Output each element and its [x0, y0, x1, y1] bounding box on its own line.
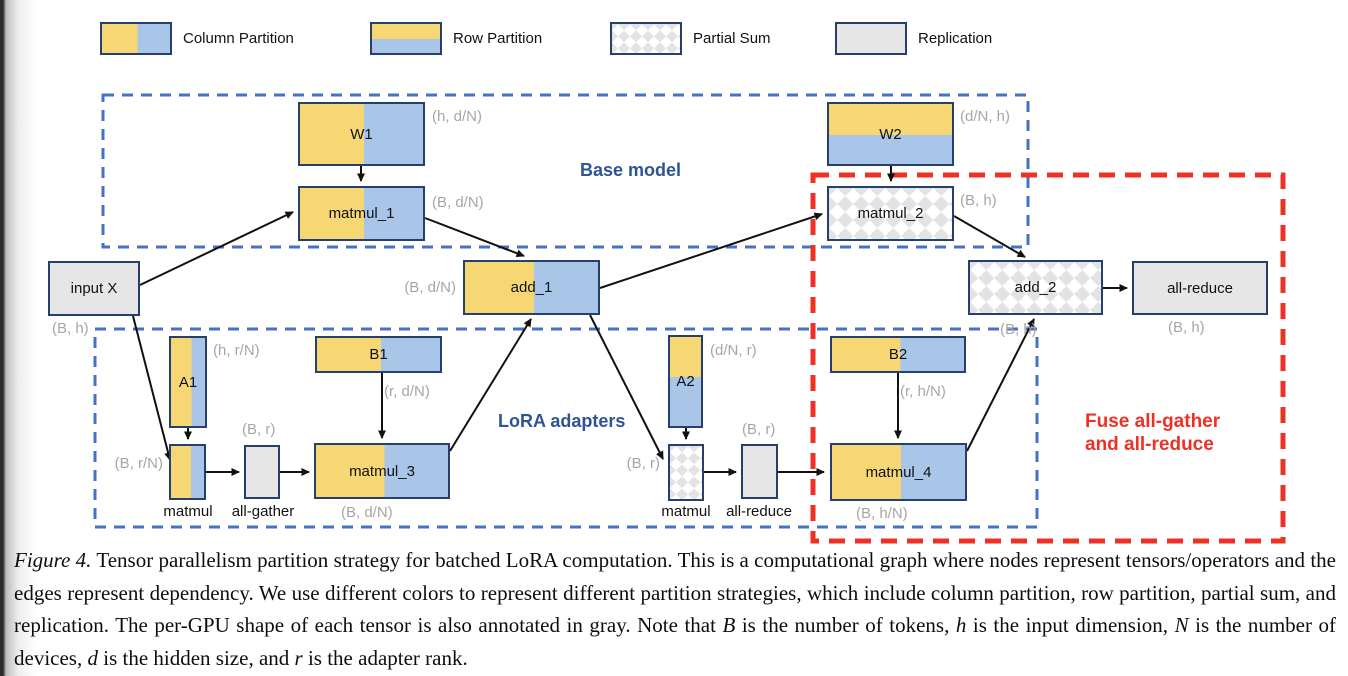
- fuse-group-label: Fuse all-gather and all-reduce: [1085, 410, 1220, 456]
- edge-add1-matmul2: [599, 212, 823, 289]
- row-partition-swatch-icon: [370, 22, 442, 55]
- shape-annotation-matmul-lora2: (B, r): [626, 455, 660, 472]
- partial-sum-swatch-icon: [610, 22, 682, 55]
- node-a2-label: A2: [676, 373, 695, 390]
- legend-item-column-partition: Column Partition: [100, 22, 294, 55]
- math-var-r: r: [294, 645, 303, 670]
- node-add-2: add_2: [968, 260, 1103, 315]
- node-w2: W2: [827, 102, 954, 166]
- fuse-group-box: [810, 172, 1286, 544]
- shape-annotation-a1: (h, r/N): [213, 342, 260, 359]
- node-b1-label: B1: [369, 346, 388, 363]
- math-var-B: B: [722, 613, 736, 637]
- node-matmul-4: matmul_4: [830, 443, 967, 501]
- legend-item-replication: Replication: [835, 22, 992, 55]
- shape-annotation-w1: (h, d/N): [432, 108, 483, 125]
- edge-matmul2-add2: [953, 215, 1026, 258]
- legend-label: Replication: [918, 30, 993, 47]
- base-model-group-box: [101, 93, 1030, 249]
- base-model-group-label: Base model: [580, 160, 682, 180]
- legend-item-partial-sum: Partial Sum: [610, 22, 771, 55]
- node-b2-label: B2: [888, 346, 908, 363]
- shape-annotation-b1: (r, d/N): [384, 383, 430, 400]
- node-matmul-lora2-label: matmul: [661, 503, 711, 520]
- math-var-d: d: [87, 645, 98, 670]
- shape-annotation-w2: (d/N, h): [960, 108, 1011, 125]
- fuse-group-label-line2: and all-reduce: [1085, 434, 1214, 455]
- edge-arrows: [132, 166, 1128, 476]
- node-matmul-1-label: matmul_1: [328, 205, 395, 222]
- node-matmul-1: matmul_1: [298, 186, 425, 241]
- figure-caption-text: is the adapter rank.: [302, 645, 468, 670]
- node-w2-label: W2: [879, 125, 902, 143]
- node-matmul-3: matmul_3: [314, 443, 450, 499]
- edge-inputx-matmul-lora1: [132, 315, 173, 461]
- figure-caption-number: Figure 4.: [14, 548, 92, 572]
- node-all-reduce: all-reduce: [1132, 261, 1268, 315]
- shape-annotation-b2: (r, h/N): [900, 383, 946, 400]
- column-partition-swatch-icon: [100, 22, 172, 55]
- node-input-x-label: input X: [70, 280, 118, 297]
- node-b1: B1: [315, 336, 442, 373]
- edge-matmul1-add1: [424, 217, 525, 258]
- node-add-1-label: add_1: [510, 279, 553, 296]
- figure-caption-text: is the hidden size, and: [97, 645, 295, 670]
- node-add-2-label: add_2: [1014, 279, 1057, 296]
- replication-swatch-icon: [835, 22, 907, 55]
- shape-annotation-all-gather-lora1: (B, r): [242, 421, 276, 438]
- node-all-reduce-lora2-label: all-reduce: [726, 503, 792, 520]
- node-a1-label: A1: [178, 373, 198, 391]
- shape-annotation-matmul-1: (B, d/N): [432, 194, 484, 211]
- math-var-N: N: [1174, 613, 1189, 637]
- shape-annotation-matmul-2: (B, h): [960, 192, 997, 209]
- shape-annotation-matmul-3: (B, d/N): [341, 504, 393, 521]
- figure-caption-text: is the number of tokens,: [735, 613, 956, 637]
- figure-caption-text: Tensor parallelism partition strategy fo…: [14, 548, 1336, 637]
- shape-annotation-a2: (d/N, r): [710, 342, 757, 359]
- node-w1: W1: [298, 102, 425, 166]
- node-b2: B2: [830, 336, 966, 373]
- math-var-h: h: [955, 613, 967, 637]
- lora-adapters-group-label: LoRA adapters: [498, 411, 626, 431]
- node-all-reduce-lora2: [741, 444, 778, 499]
- legend-item-row-partition: Row Partition: [370, 22, 542, 55]
- legend-label: Partial Sum: [693, 30, 771, 47]
- node-matmul-4-label: matmul_4: [865, 463, 932, 481]
- edge-add1-matmul-lora2: [589, 314, 664, 460]
- node-matmul-2-label: matmul_2: [857, 205, 924, 222]
- node-a2: A2: [668, 335, 703, 428]
- node-all-gather-lora1-label: all-gather: [231, 503, 295, 520]
- node-add-1: add_1: [463, 260, 600, 315]
- legend-label: Column Partition: [183, 30, 294, 47]
- node-matmul-lora2: [668, 444, 704, 501]
- node-matmul-lora1: [169, 444, 206, 500]
- fuse-group-label-line1: Fuse all-gather: [1085, 411, 1221, 432]
- edge-inputx-matmul1: [139, 211, 294, 286]
- shape-annotation-input-x: (B, h): [52, 320, 89, 337]
- shape-annotation-add-1: (B, d/N): [404, 279, 456, 296]
- figure-caption-text: is the number of devices,: [14, 613, 1337, 670]
- node-all-gather-lora1: [244, 445, 280, 499]
- node-input-x: input X: [48, 261, 140, 316]
- node-all-reduce-label: all-reduce: [1167, 279, 1233, 297]
- edge-matmul3-add1: [449, 318, 532, 452]
- shape-annotation-all-reduce: (B, h): [1168, 319, 1205, 336]
- node-matmul-lora1-label: matmul: [163, 503, 213, 520]
- shape-annotation-matmul-4: (B, h/N): [856, 505, 908, 522]
- legend-label: Row Partition: [453, 30, 543, 47]
- shape-annotation-add-2: (B, h): [1000, 321, 1037, 338]
- shape-annotation-matmul-lora1: (B, r/N): [114, 455, 163, 472]
- figure-caption-text: is the input dimension,: [966, 613, 1175, 637]
- figure-caption: Figure 4. Tensor parallelism partition s…: [14, 544, 1336, 674]
- page-edge-shadow: [0, 0, 36, 676]
- node-matmul-2: matmul_2: [827, 186, 954, 241]
- diagram-edges-layer: [93, 93, 1286, 544]
- shape-annotation-all-reduce-lora2: (B, r): [742, 421, 776, 438]
- node-a1: A1: [169, 336, 207, 428]
- node-matmul-3-label: matmul_3: [349, 462, 415, 480]
- edge-matmul4-add2: [966, 318, 1035, 452]
- node-w1-label: W1: [350, 125, 373, 143]
